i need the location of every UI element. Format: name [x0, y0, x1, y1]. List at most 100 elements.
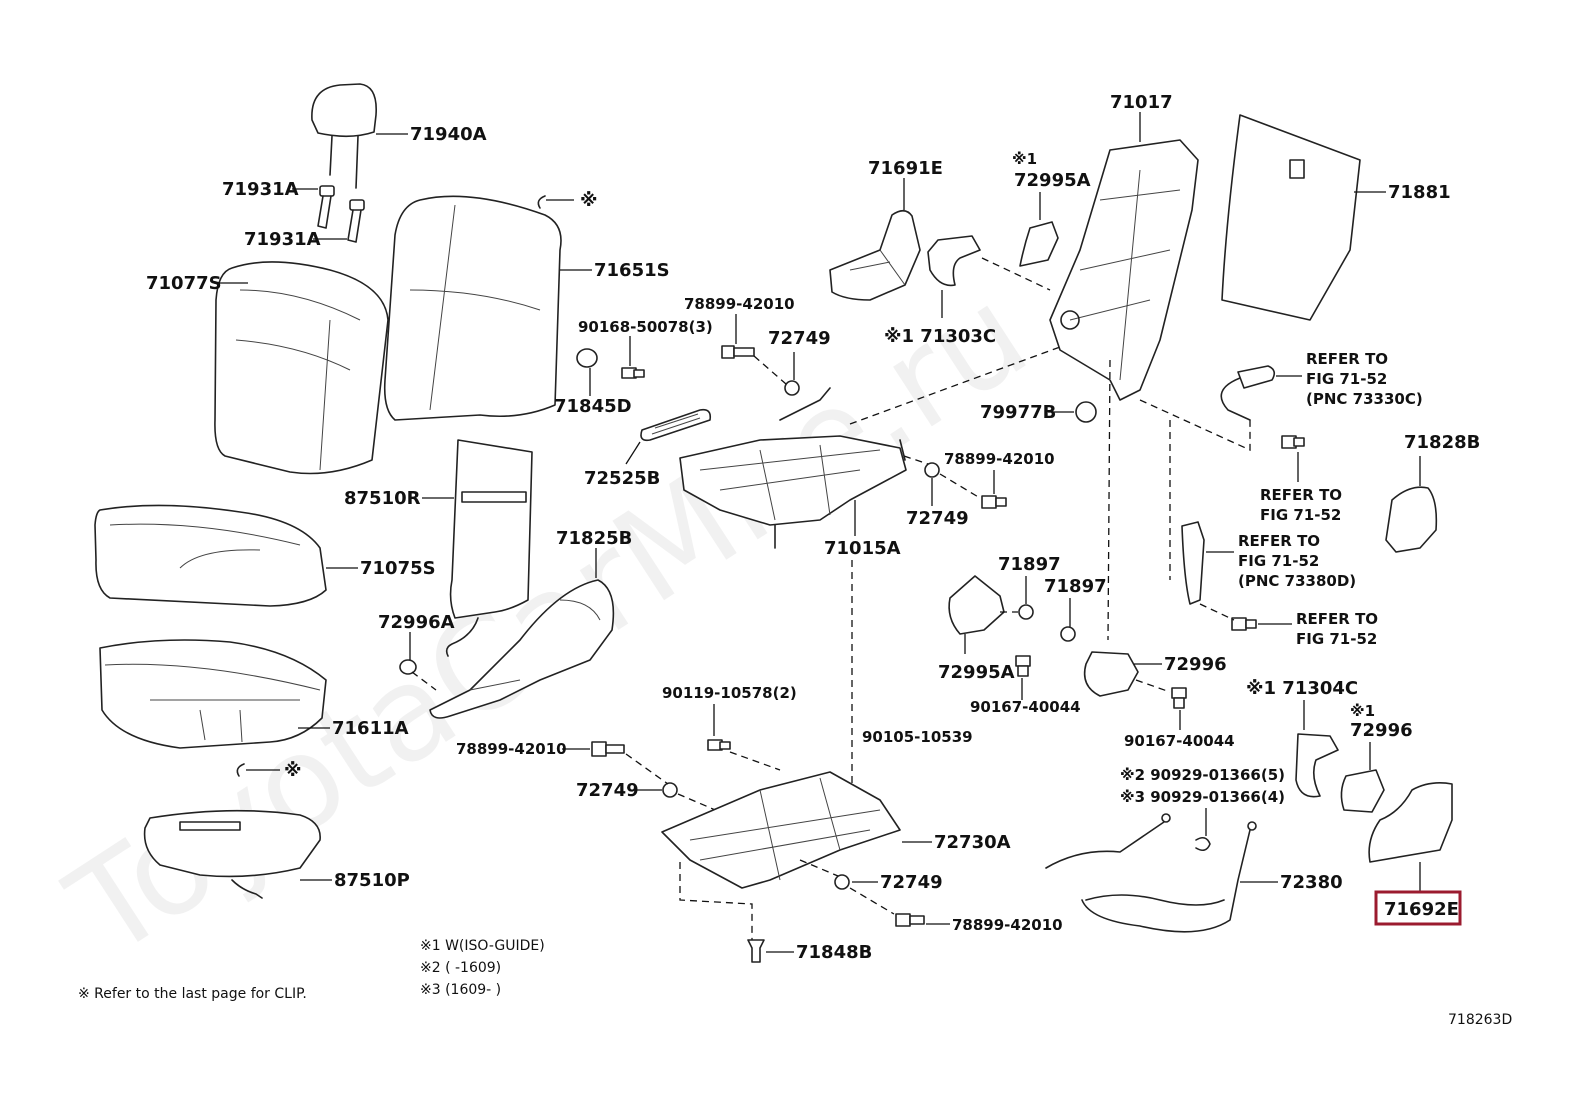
label-78899-d: 78899-42010 — [952, 916, 1063, 934]
label-72995A-bottom: 72995A — [938, 662, 1015, 683]
seatback-pad-71077S[interactable] — [214, 261, 389, 475]
hinge-cover-71825B[interactable] — [429, 579, 615, 719]
label-72995A-mark: ※1 — [1012, 150, 1037, 168]
legend-3: ※3 (1609- ) — [420, 982, 501, 998]
label-71881: 71881 — [1388, 182, 1451, 203]
ref2-line1[interactable]: REFER TO — [1260, 486, 1342, 504]
ref1-line1[interactable]: REFER TO — [1306, 350, 1388, 368]
seatback-board-71881[interactable] — [1221, 114, 1361, 321]
clip-note: ※ Refer to the last page for CLIP. — [78, 986, 307, 1002]
screw-90119[interactable] — [707, 739, 731, 751]
seatback-board-87510R[interactable] — [445, 439, 533, 657]
bolt-78899-a[interactable] — [721, 345, 755, 359]
cap-72996A[interactable] — [399, 659, 417, 675]
label-90167-b: 90167-40044 — [1124, 732, 1235, 750]
nut-72749-a[interactable] — [784, 380, 800, 396]
seatbelt-buckle-lower[interactable] — [1181, 521, 1205, 605]
label-72749-b: 72749 — [906, 508, 969, 529]
label-72749-c: 72749 — [576, 780, 639, 801]
label-71651S: 71651S — [594, 260, 670, 281]
label-71611A: 71611A — [332, 718, 409, 739]
label-71897-a: 71897 — [998, 554, 1061, 575]
label-78899-a: 78899-42010 — [684, 295, 795, 313]
label-90105: 90105-10539 — [862, 728, 973, 746]
label-79977B: 79977B — [980, 402, 1056, 423]
cover-71304C[interactable] — [1295, 733, 1339, 798]
ref1-line2[interactable]: FIG 71-52 — [1306, 370, 1387, 388]
headrest-guide-71931A-1[interactable] — [317, 185, 335, 229]
cover-71303C[interactable] — [927, 235, 981, 287]
cap-71845D[interactable] — [576, 348, 598, 368]
label-71303C: ※1 71303C — [884, 326, 996, 347]
nut-72749-c[interactable] — [662, 782, 678, 798]
recliner-cover-71691E[interactable] — [829, 209, 921, 301]
ref3-line1[interactable]: REFER TO — [1238, 532, 1320, 550]
headrest-guide-71931A-2[interactable] — [347, 199, 365, 243]
nut-72749-d[interactable] — [834, 874, 850, 890]
seat-track-72730A[interactable] — [661, 771, 901, 889]
seatback-frame-71017[interactable] — [1049, 139, 1199, 401]
label-90929-4: ※3 90929-01366(4) — [1120, 788, 1285, 806]
label-72996-right: 72996 — [1350, 720, 1413, 741]
label-71931A-2: 71931A — [244, 229, 321, 250]
nut-71897-a[interactable] — [1018, 604, 1034, 620]
label-90929-5: ※2 90929-01366(5) — [1120, 766, 1285, 784]
ref1-line3[interactable]: (PNC 73330C) — [1306, 390, 1423, 408]
label-71017: 71017 — [1110, 92, 1173, 113]
seatback-cover-71651S[interactable] — [383, 195, 562, 421]
cushion-board-87510P[interactable] — [143, 809, 321, 899]
label-72996: 72996 — [1164, 654, 1227, 675]
nut-72749-b[interactable] — [924, 462, 940, 478]
clip-90929[interactable] — [1195, 836, 1211, 852]
cover-72995A-top[interactable] — [1019, 221, 1059, 267]
clip-mark-mid: ※ — [284, 760, 302, 781]
ref4-line2[interactable]: FIG 71-52 — [1296, 630, 1377, 648]
label-71692E[interactable]: 71692E — [1384, 899, 1459, 920]
cable-72380[interactable] — [1045, 813, 1257, 933]
cushion-pad-71611A[interactable] — [99, 639, 327, 749]
ref3-line3[interactable]: (PNC 73380D) — [1238, 572, 1356, 590]
cover-72995A-bottom[interactable] — [948, 575, 1005, 635]
seatbelt-anchor-upper[interactable] — [1220, 365, 1276, 421]
clip-71848B[interactable] — [747, 939, 765, 963]
label-71931A-1: 71931A — [222, 179, 299, 200]
screw-90167-b[interactable] — [1171, 687, 1187, 709]
cover-71692E[interactable] — [1368, 782, 1453, 863]
cover-72996-right[interactable] — [1340, 769, 1385, 813]
label-87510R: 87510R — [344, 488, 421, 509]
highlight-box — [1374, 890, 1462, 926]
legend-2: ※2 ( -1609) — [420, 960, 501, 976]
ref4-line1[interactable]: REFER TO — [1296, 610, 1378, 628]
label-71077S: 71077S — [146, 273, 222, 294]
bolt-78899-c[interactable] — [591, 741, 625, 757]
label-71848B: 71848B — [796, 942, 872, 963]
figure-id: 718263D — [1448, 1012, 1512, 1028]
cushion-cover-71075S[interactable] — [94, 504, 327, 607]
label-72996A: 72996A — [378, 612, 455, 633]
cover-72525B[interactable] — [640, 408, 712, 442]
nut-71897-b[interactable] — [1060, 626, 1076, 642]
label-72996-mark: ※1 — [1350, 702, 1375, 720]
screw-90167-a[interactable] — [1015, 655, 1031, 677]
cover-71828B[interactable] — [1385, 486, 1438, 553]
label-72730A: 72730A — [934, 832, 1011, 853]
label-71015A: 71015A — [824, 538, 901, 559]
ref3-line2[interactable]: FIG 71-52 — [1238, 552, 1319, 570]
label-72749-a: 72749 — [768, 328, 831, 349]
clip-icon — [537, 195, 546, 209]
bolt-78899-d[interactable] — [895, 913, 925, 927]
label-71304C: ※1 71304C — [1246, 678, 1358, 699]
screw-90168[interactable] — [621, 367, 645, 379]
cover-72996[interactable] — [1083, 651, 1139, 697]
ref2-line2[interactable]: FIG 71-52 — [1260, 506, 1341, 524]
label-71075S: 71075S — [360, 558, 436, 579]
bolt-refer-lower[interactable] — [1231, 617, 1257, 631]
cap-79977B[interactable] — [1075, 401, 1097, 423]
label-71825B: 71825B — [556, 528, 632, 549]
bolt-refer-upper[interactable] — [1281, 435, 1305, 449]
label-87510P: 87510P — [334, 870, 410, 891]
label-71828B: 71828B — [1404, 432, 1480, 453]
headrest-71940A[interactable] — [311, 83, 377, 189]
bolt-78899-b[interactable] — [981, 495, 1007, 509]
